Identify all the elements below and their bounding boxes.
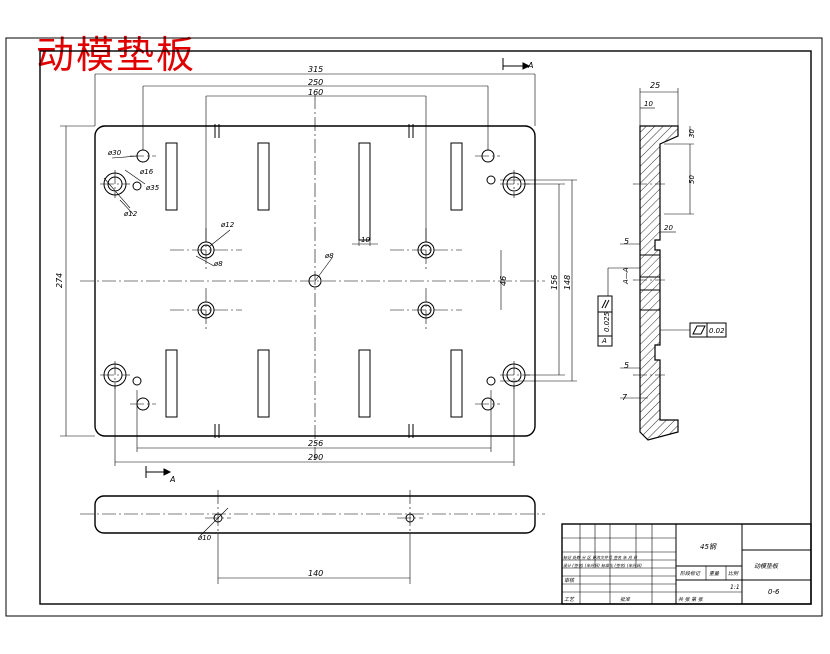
edge-marks [214,124,414,438]
row-craft: 工艺 [564,596,575,603]
dim-148: 148 [563,275,572,290]
dim-dia-30: ø30 [107,149,122,157]
hole-centerlines [100,155,530,405]
slot [165,349,178,418]
dimension-lines [60,73,577,466]
side-dim-30: 30 [688,129,696,138]
inner-frame [39,50,812,605]
slot [257,349,270,418]
dim-dia-16: ø16 [139,168,154,176]
ratio-label: 比例 [728,570,739,577]
side-dim-10: 10 [644,100,653,108]
dim-274: 274 [55,273,64,288]
weight-label: 重量 [709,570,720,577]
section-body [639,125,679,441]
slot [450,349,463,418]
material: 45钢 [700,543,717,551]
svg-text:0.025: 0.025 [603,311,611,332]
plate-top-view: 315 250 160 274 156 148 46 10 256 290 ø3… [55,58,577,484]
svg-text:A: A [601,337,607,345]
side-dim-20: 20 [664,224,673,232]
outer-frame [5,37,823,617]
side-dim-5a: 5 [624,237,629,246]
sheet-count: 共 张 第 张 [678,596,704,603]
slot [257,142,270,211]
dim-slot-10: 10 [361,236,370,244]
dim-156: 156 [550,275,559,290]
dim-dia-8-left: ø8 [213,260,223,268]
screw-hole [132,149,496,411]
slot [358,142,371,241]
slot [450,142,463,211]
dim-256: 256 [308,439,323,448]
dim-315: 315 [308,65,323,74]
side-dim-25: 25 [650,81,660,90]
parallelism-tolerance-frame: 0.025 A [597,295,613,347]
title-block: 45钢 动模垫板 0-6 阶段标记 重量 比例 1:1 共 张 第 张 标记 处… [561,523,812,605]
section-arrow-bottom [145,466,172,478]
scale: 1:1 [730,584,740,591]
row-mark: 标记 处数 分 区 更改文件号 签名 年 月 日 [563,555,638,560]
strip-outline [94,495,536,534]
side-dim-50: 50 [688,175,696,184]
row-design: 设计 (签名) (年月日) 标准化 (签名) (年月日) [563,563,642,568]
row-review: 审核 [564,577,575,584]
part-name: 动模垫板 [754,562,779,570]
section-arrow-top [502,58,531,70]
slot [165,142,178,211]
section-label-bottom: A [169,475,175,484]
dim-160: 160 [308,88,323,97]
section-label-top: A [527,61,533,70]
dim-46: 46 [499,276,508,286]
drawing-title: 动模垫板 [36,33,197,77]
flatness-tolerance-frame: 0.02 [689,322,727,338]
slot [358,349,371,418]
stage-label: 阶段标记 [680,570,701,577]
side-section-view: 25 10 30 50 20 5 5 7 A—A 0.025 A 0.02 [597,81,727,441]
drawing-number: 0-6 [768,588,780,596]
dim-dia-8-mid: ø8 [324,252,334,260]
dim-dia-12-mid: ø12 [220,221,235,229]
svg-text:0.02: 0.02 [709,327,725,335]
section-view-label: A—A [622,267,630,285]
dim-250: 250 [308,78,323,87]
dim-dia-12-left: ø12 [123,210,138,218]
dim-290: 290 [308,453,323,462]
side-dim-7: 7 [622,393,628,402]
dim-140: 140 [308,569,323,578]
dim-strip-dia: ø10 [197,534,212,542]
side-dim-5b: 5 [624,361,629,370]
strip-view: 140 ø10 [80,490,545,584]
dim-dia-35: ø35 [145,184,160,192]
row-approve: 批准 [620,596,631,603]
